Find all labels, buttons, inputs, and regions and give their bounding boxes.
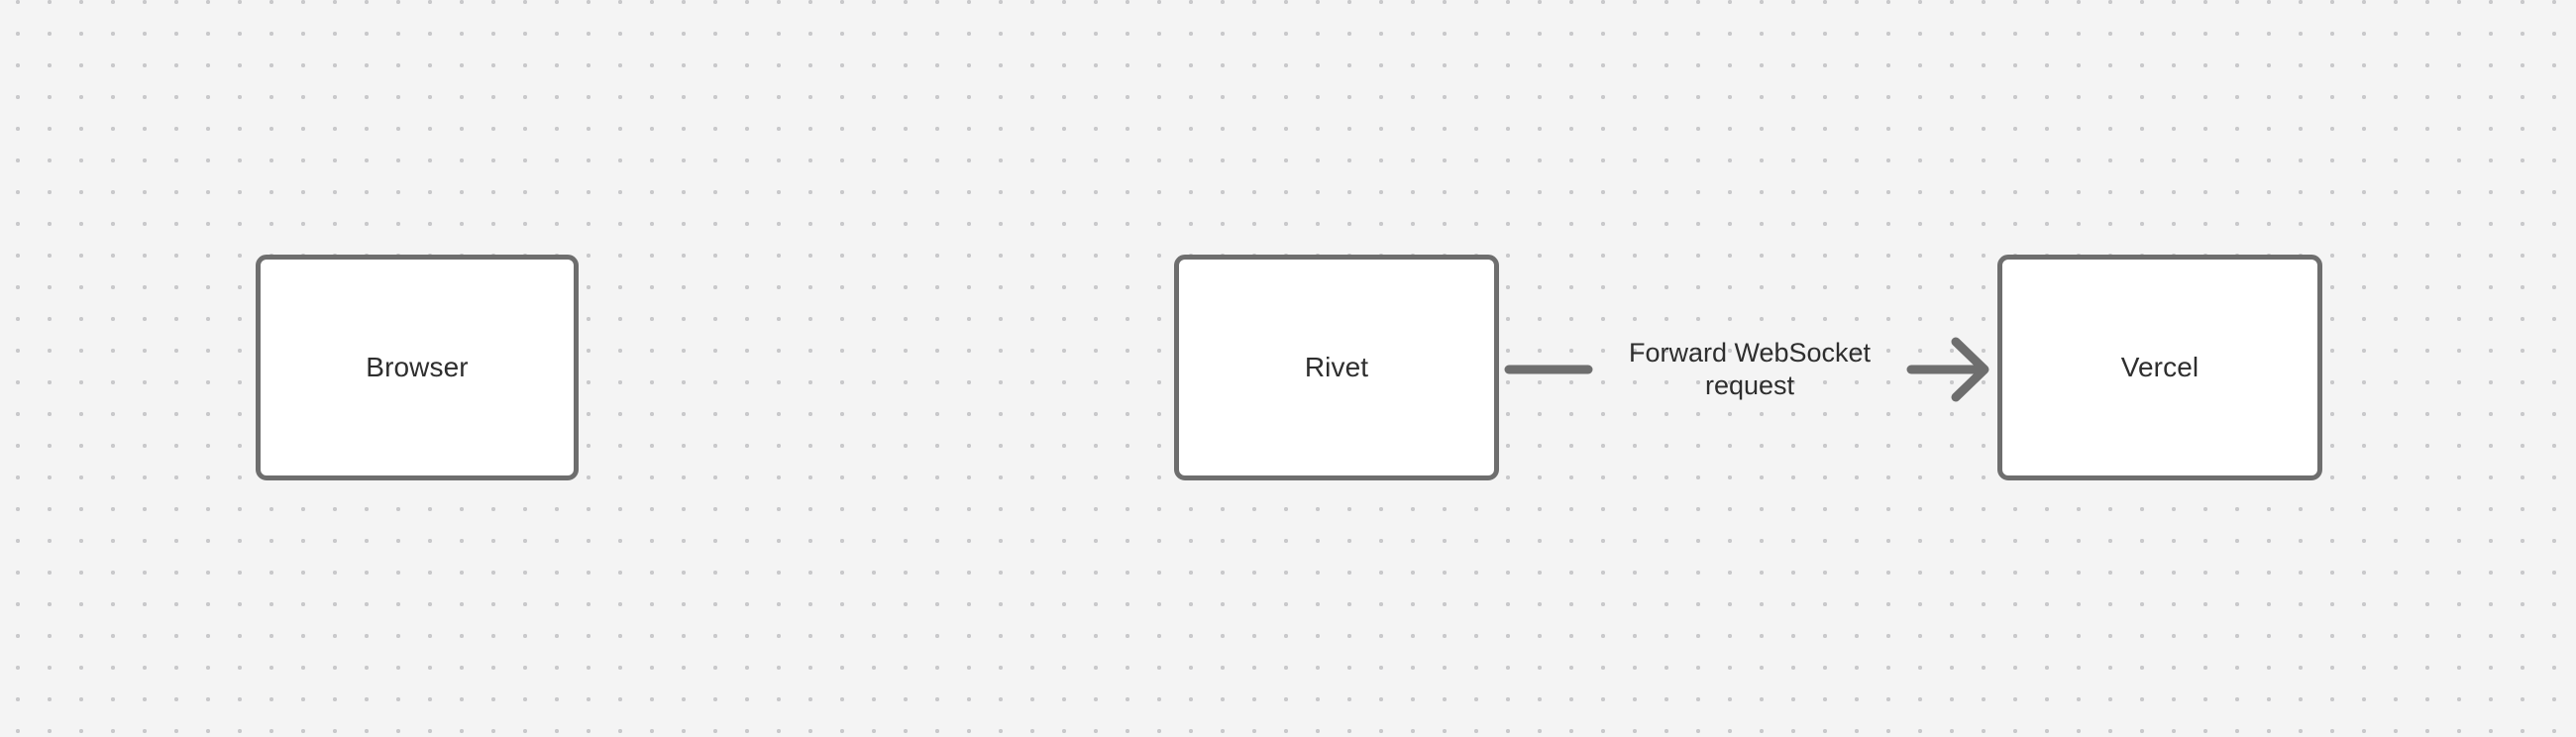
node-browser-label: Browser xyxy=(366,352,469,383)
node-vercel-label: Vercel xyxy=(2120,352,2200,383)
edge-label-line-2: request xyxy=(1704,370,1795,400)
node-vercel[interactable]: Vercel xyxy=(1997,255,2322,480)
edge-rivet-to-vercel-arrowhead-icon xyxy=(1951,337,1989,402)
node-browser[interactable]: Browser xyxy=(256,255,579,480)
node-rivet[interactable]: Rivet xyxy=(1174,255,1499,480)
node-rivet-label: Rivet xyxy=(1304,352,1369,383)
edge-label-rivet-to-vercel[interactable]: Forward WebSocket request xyxy=(1629,337,1871,402)
edge-label-line-1: Forward WebSocket xyxy=(1628,338,1872,368)
